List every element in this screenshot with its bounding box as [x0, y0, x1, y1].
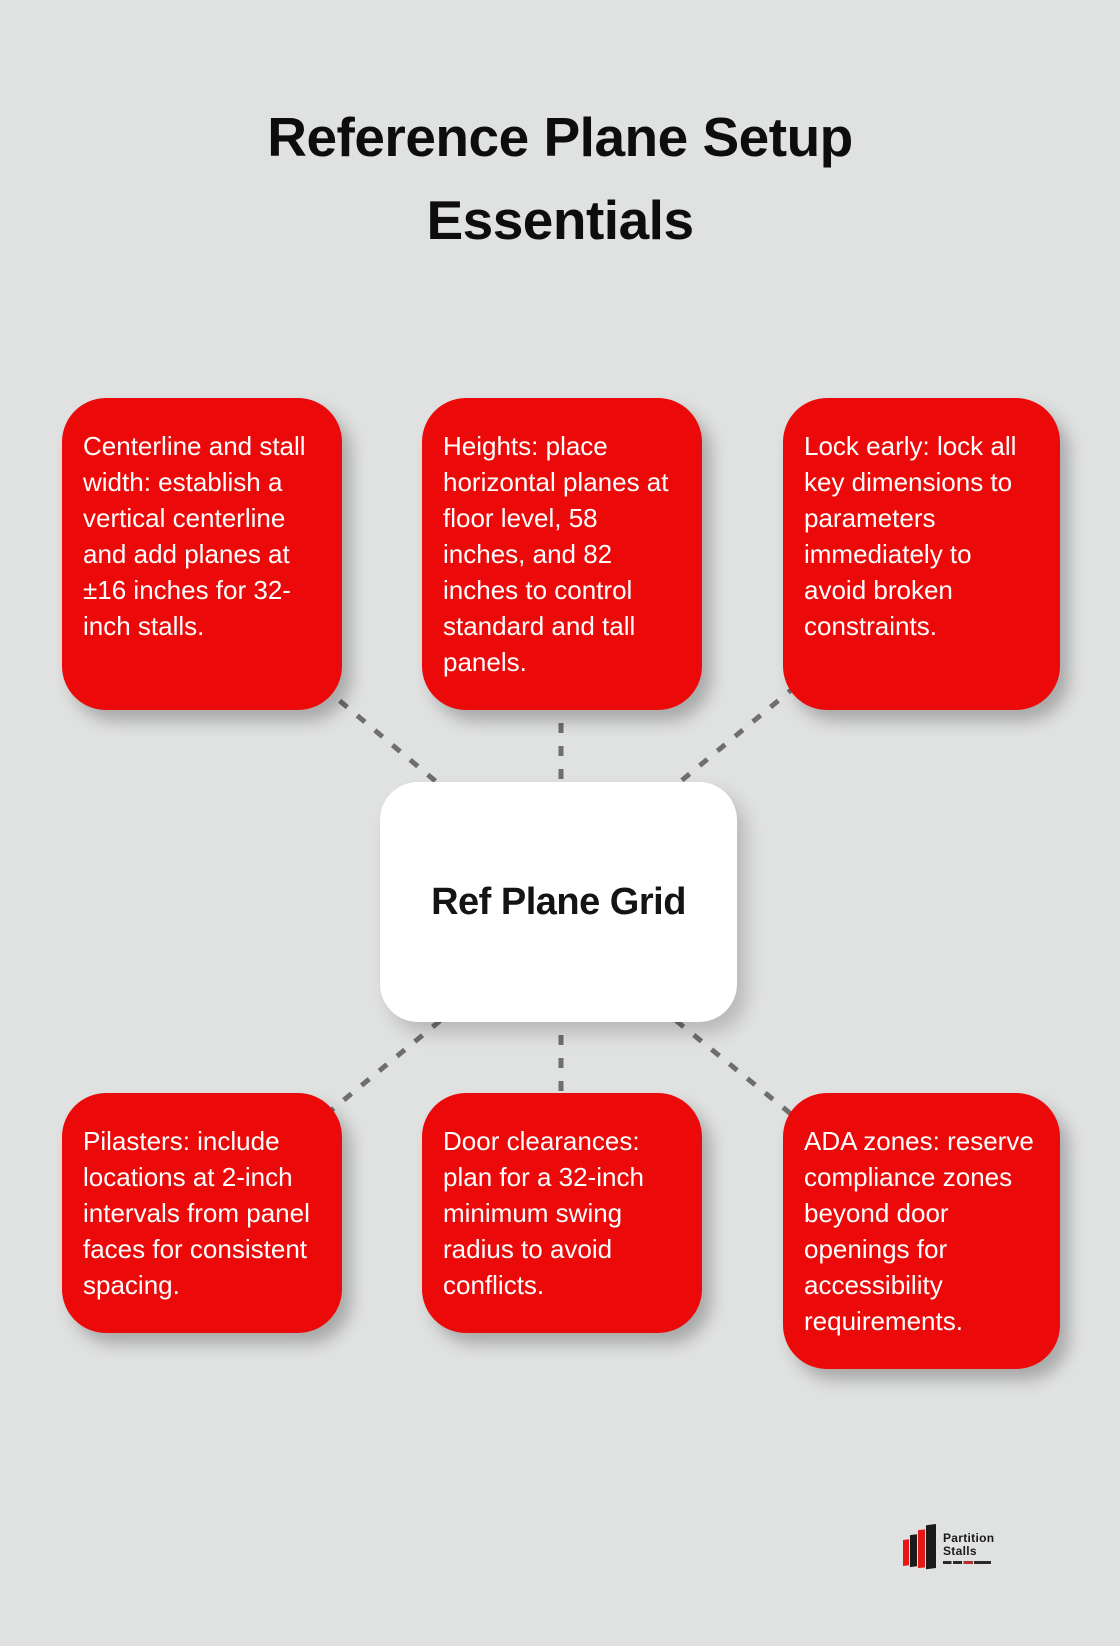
card-heights: Heights: place horizontal planes at floo… — [422, 398, 702, 710]
brand-name-line1: Partition — [943, 1531, 995, 1545]
brand-name-line2: Stalls — [943, 1544, 977, 1558]
card-text-lock-early: Lock early: lock all key dimensions to p… — [804, 431, 1017, 641]
center-node-ref-plane-grid: Ref Plane Grid — [380, 782, 737, 1022]
partition-panels-icon — [903, 1523, 936, 1572]
card-door-clearances: Door clearances: plan for a 32-inch mini… — [422, 1093, 702, 1333]
card-text-pilasters: Pilasters: include locations at 2-inch i… — [83, 1126, 310, 1300]
card-text-door-clearances: Door clearances: plan for a 32-inch mini… — [443, 1126, 644, 1300]
center-node-label: Ref Plane Grid — [431, 880, 686, 923]
connector-dashed-line-bottom-left — [320, 1004, 460, 1120]
card-text-ada-zones: ADA zones: reserve compliance zones beyo… — [804, 1126, 1034, 1336]
card-centerline-stall-width: Centerline and stall width: establish a … — [62, 398, 342, 710]
page-title: Reference Plane Setup Essentials — [267, 106, 853, 251]
connector-dashed-line-top-left — [320, 684, 460, 802]
logo-tagline-strip — [943, 1561, 991, 1564]
card-lock-early: Lock early: lock all key dimensions to p… — [783, 398, 1060, 710]
card-text-heights: Heights: place horizontal planes at floo… — [443, 431, 669, 677]
card-pilasters: Pilasters: include locations at 2-inch i… — [62, 1093, 342, 1333]
connector-dashed-line-bottom-right — [656, 1004, 798, 1120]
brand-wordmark: Partition Stalls — [943, 1532, 994, 1564]
brand-logo: Partition Stalls — [903, 1520, 994, 1570]
card-text-centerline-stall-width: Centerline and stall width: establish a … — [83, 431, 306, 641]
card-ada-zones: ADA zones: reserve compliance zones beyo… — [783, 1093, 1060, 1369]
connector-dashed-line-top-right — [656, 684, 798, 802]
